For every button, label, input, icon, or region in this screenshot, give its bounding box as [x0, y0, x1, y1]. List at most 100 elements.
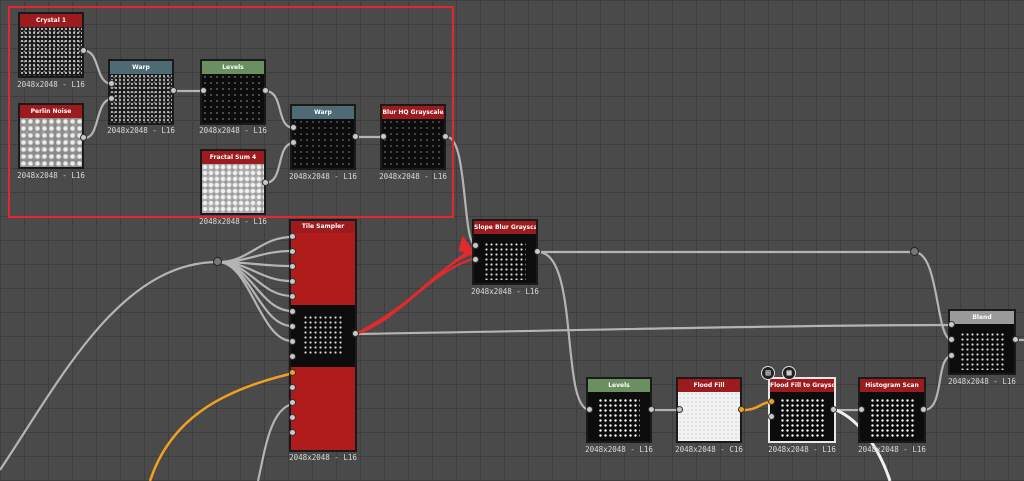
node-caption: 2048x2048 - L16	[289, 172, 357, 181]
output-port[interactable]	[80, 134, 87, 141]
node-levels[interactable]: Levels	[586, 377, 652, 443]
output-port[interactable]	[352, 133, 359, 140]
node-thumbnail	[110, 74, 172, 123]
input-port[interactable]	[289, 323, 296, 330]
output-port[interactable]	[738, 406, 745, 413]
node-warp[interactable]: Warp	[108, 59, 174, 125]
node-blur-hq-grayscale[interactable]: Blur HQ Grayscale	[380, 104, 446, 170]
node-caption: 2048x2048 - L16	[948, 377, 1016, 386]
input-port[interactable]	[289, 263, 296, 270]
input-port[interactable]	[289, 338, 296, 345]
node-fractal-sum[interactable]: Fractal Sum 4	[200, 149, 266, 215]
input-port[interactable]	[380, 133, 387, 140]
node-crystal-1[interactable]: Crystal 1	[18, 12, 84, 78]
node-tile-sampler[interactable]: Tile Sampler	[289, 219, 357, 452]
node-slope-blur-grayscale[interactable]: Slope Blur Grayscale	[472, 219, 538, 285]
output-port[interactable]	[920, 406, 927, 413]
output-port[interactable]	[1012, 336, 1019, 343]
node-thumbnail	[770, 392, 834, 441]
input-port[interactable]	[948, 336, 955, 343]
node-flood-fill[interactable]: Flood Fill	[676, 377, 742, 443]
input-port[interactable]	[289, 248, 296, 255]
input-port[interactable]	[108, 95, 115, 102]
output-port[interactable]	[442, 133, 449, 140]
node-title: Warp	[292, 106, 354, 119]
node-title: Levels	[588, 379, 650, 392]
input-port[interactable]	[768, 413, 775, 420]
output-port[interactable]	[648, 406, 655, 413]
node-thumbnail	[20, 27, 82, 76]
node-title: Flood Fill to Grayscale	[770, 379, 834, 392]
input-port[interactable]	[290, 139, 297, 146]
node-title: Crystal 1	[20, 14, 82, 27]
node-caption: 2048x2048 - L16	[379, 172, 447, 181]
node-caption: 2048x2048 - L16	[199, 126, 267, 135]
input-port[interactable]	[948, 321, 955, 328]
input-port[interactable]	[289, 429, 296, 436]
input-port[interactable]	[200, 87, 207, 94]
node-thumbnail	[291, 305, 355, 367]
node-caption: 2048x2048 - L16	[107, 126, 175, 135]
node-flood-fill-to-grayscale[interactable]: Flood Fill to Grayscale	[768, 377, 836, 443]
node-thumbnail	[950, 324, 1014, 373]
node-perlin-noise[interactable]: Perlin Noise	[18, 103, 84, 169]
input-port[interactable]	[768, 398, 775, 405]
node-caption: 2048x2048 - L16	[858, 445, 926, 454]
input-port[interactable]	[472, 256, 479, 263]
input-port[interactable]	[289, 233, 296, 240]
output-port[interactable]	[80, 47, 87, 54]
node-thumbnail	[292, 119, 354, 168]
input-port[interactable]	[289, 353, 296, 360]
node-blend[interactable]: Blend	[948, 309, 1016, 375]
output-port[interactable]	[534, 248, 541, 255]
node-title: Fractal Sum 4	[202, 151, 264, 164]
input-port[interactable]	[290, 124, 297, 131]
node-title: Histogram Scan	[860, 379, 924, 392]
output-port[interactable]	[170, 87, 177, 94]
node-thumbnail	[202, 164, 264, 213]
node-title: Slope Blur Grayscale	[474, 221, 536, 234]
node-title: Blend	[950, 311, 1014, 324]
input-port[interactable]	[948, 352, 955, 359]
document-icon[interactable]: ▤	[761, 366, 775, 380]
input-port[interactable]	[289, 293, 296, 300]
node-title: Perlin Noise	[20, 105, 82, 118]
node-thumbnail	[860, 392, 924, 441]
node-thumbnail	[20, 118, 82, 167]
node-caption: 2048x2048 - L16	[768, 445, 836, 454]
node-title: Blur HQ Grayscale	[382, 106, 444, 119]
node-levels[interactable]: Levels	[200, 59, 266, 125]
node-title: Levels	[202, 61, 264, 74]
node-caption: 2048x2048 - C16	[675, 445, 743, 454]
node-caption: 2048x2048 - L16	[17, 171, 85, 180]
output-port[interactable]	[262, 179, 269, 186]
input-port[interactable]	[472, 242, 479, 249]
output-port[interactable]	[262, 87, 269, 94]
node-thumbnail	[678, 392, 740, 441]
node-histogram-scan[interactable]: Histogram Scan	[858, 377, 926, 443]
node-title: Tile Sampler	[291, 221, 355, 233]
node-thumbnail	[382, 119, 444, 168]
reroute-dot[interactable]	[213, 257, 222, 266]
node-caption: 2048x2048 - L16	[471, 287, 539, 296]
input-port[interactable]	[676, 406, 683, 413]
node-thumbnail	[588, 392, 650, 441]
input-port[interactable]	[289, 414, 296, 421]
node-caption: 2048x2048 - L16	[585, 445, 653, 454]
input-port[interactable]	[289, 399, 296, 406]
input-port[interactable]	[858, 406, 865, 413]
input-port[interactable]	[289, 369, 296, 376]
reroute-dot[interactable]	[910, 247, 919, 256]
node-title: Warp	[110, 61, 172, 74]
checker-icon[interactable]: ▦	[782, 366, 796, 380]
output-port[interactable]	[352, 330, 359, 337]
node-thumbnail	[474, 234, 536, 283]
input-port[interactable]	[289, 384, 296, 391]
input-port[interactable]	[289, 308, 296, 315]
selection-frame[interactable]	[8, 6, 454, 218]
node-warp[interactable]: Warp	[290, 104, 356, 170]
input-port[interactable]	[289, 278, 296, 285]
output-port[interactable]	[830, 406, 837, 413]
input-port[interactable]	[108, 80, 115, 87]
input-port[interactable]	[586, 406, 593, 413]
